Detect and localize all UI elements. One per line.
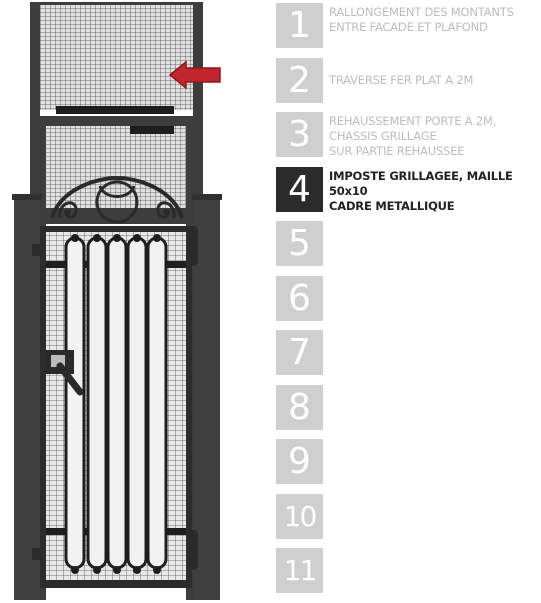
step-number: 3 bbox=[276, 112, 323, 157]
step-label: REHAUSSEMENT PORTE A 2M, CHASSIS GRILLAG… bbox=[329, 114, 497, 158]
step-6: 6 bbox=[276, 275, 538, 321]
gate-illustration bbox=[12, 2, 222, 600]
step-11: 11 bbox=[276, 548, 538, 593]
step-label: TRAVERSE FER PLAT A 2M bbox=[329, 72, 474, 87]
grilled-transom bbox=[46, 175, 186, 224]
step-number: 1 bbox=[276, 3, 323, 48]
step-number: 7 bbox=[276, 330, 323, 375]
step-10: 10 bbox=[276, 493, 538, 539]
steps-list: 1 RALLONGEMENT DES MONTANTS ENTRE FACADE… bbox=[276, 3, 538, 603]
step-5: 5 bbox=[276, 221, 538, 266]
step-1: 1 RALLONGEMENT DES MONTANTS ENTRE FACADE… bbox=[276, 3, 538, 48]
step-label: IMPOSTE GRILLAGEE, MAILLE 50x10 CADRE ME… bbox=[329, 168, 513, 213]
step-7: 7 bbox=[276, 330, 538, 375]
step-number: 8 bbox=[276, 384, 323, 430]
step-3: 3 REHAUSSEMENT PORTE A 2M, CHASSIS GRILL… bbox=[276, 112, 538, 158]
step-number: 10 bbox=[276, 493, 323, 539]
step-number: 5 bbox=[276, 221, 323, 266]
flat-iron-crossbar bbox=[56, 106, 174, 114]
step-number: 9 bbox=[276, 439, 323, 484]
step-8: 8 bbox=[276, 384, 538, 430]
step-9: 9 bbox=[276, 439, 538, 484]
door-handle-icon bbox=[46, 350, 84, 396]
step-number: 4 bbox=[276, 166, 323, 212]
step-label: RALLONGEMENT DES MONTANTS ENTRE FACADE E… bbox=[329, 5, 514, 34]
step-2: 2 TRAVERSE FER PLAT A 2M bbox=[276, 57, 538, 103]
step-4: 4 IMPOSTE GRILLAGEE, MAILLE 50x10 CADRE … bbox=[276, 166, 538, 213]
step-number: 2 bbox=[276, 57, 323, 103]
door-leaf bbox=[32, 226, 198, 588]
step-number: 11 bbox=[276, 548, 323, 593]
arrow-left-icon bbox=[168, 60, 221, 90]
side-pillars bbox=[12, 194, 222, 600]
step-number: 6 bbox=[276, 275, 323, 321]
